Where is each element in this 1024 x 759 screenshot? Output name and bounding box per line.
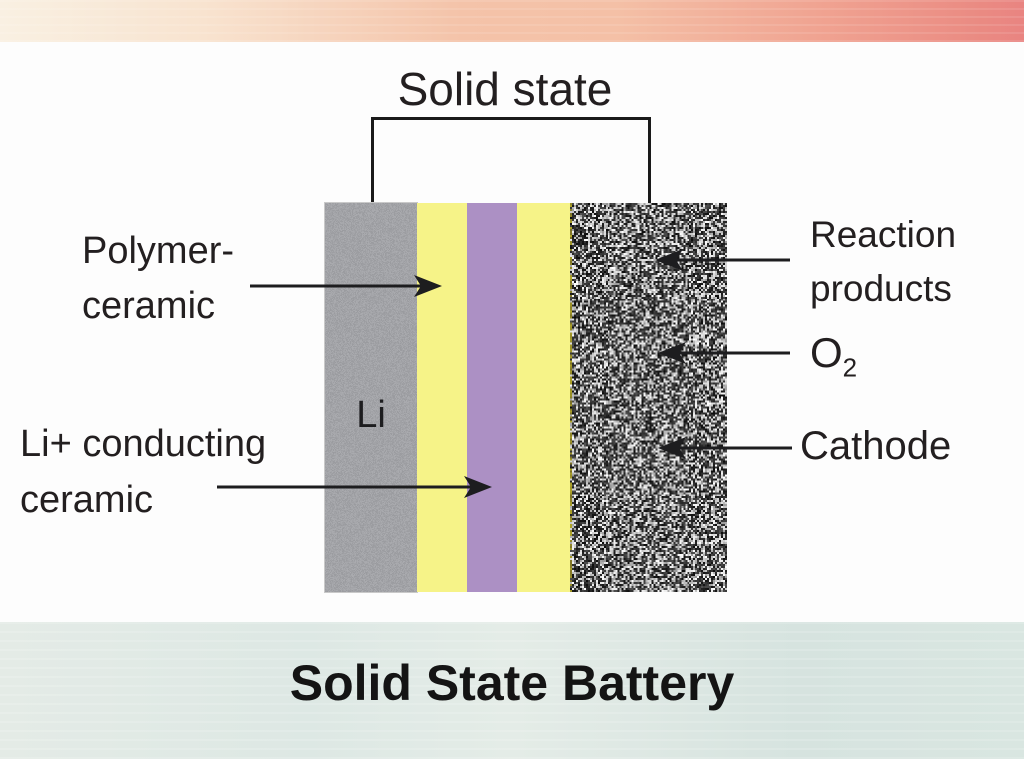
bottom-decor-band: Solid State Battery xyxy=(0,622,1024,759)
page-title: Solid State Battery xyxy=(0,622,1024,712)
layer-li-conducting-ceramic xyxy=(467,203,517,592)
polymer-ceramic-label-line1: Polymer- xyxy=(82,224,234,279)
oxygen-label: O2 xyxy=(810,329,857,383)
li-conducting-ceramic-label: Li+ conducting ceramic xyxy=(20,416,266,528)
reaction-products-label-line2: products xyxy=(810,262,956,316)
solid-state-bracket xyxy=(371,117,651,206)
layer-polymer-ceramic-2 xyxy=(517,203,570,592)
polymer-ceramic-label-line2: ceramic xyxy=(82,279,234,334)
polymer-ceramic-label: Polymer- ceramic xyxy=(82,224,234,334)
solid-state-bracket-label: Solid state xyxy=(340,62,670,116)
cathode-label: Cathode xyxy=(800,424,951,469)
top-decor-band xyxy=(0,0,1024,42)
layer-cathode xyxy=(570,203,727,592)
layer-li-anode: Li xyxy=(325,203,417,592)
diagram-area: Solid state Li Polymer- ceramic Li+ cond… xyxy=(0,42,1024,622)
reaction-products-label: Reaction products xyxy=(810,208,956,316)
li-conducting-label-line1: Li+ conducting xyxy=(20,416,266,472)
reaction-products-label-line1: Reaction xyxy=(810,208,956,262)
oxygen-symbol: O xyxy=(810,329,843,376)
li-anode-label: Li xyxy=(325,394,417,437)
oxygen-subscript: 2 xyxy=(843,352,857,382)
cathode-texture xyxy=(570,203,727,592)
li-conducting-label-line2: ceramic xyxy=(20,472,266,528)
layer-polymer-ceramic-1 xyxy=(417,203,467,592)
